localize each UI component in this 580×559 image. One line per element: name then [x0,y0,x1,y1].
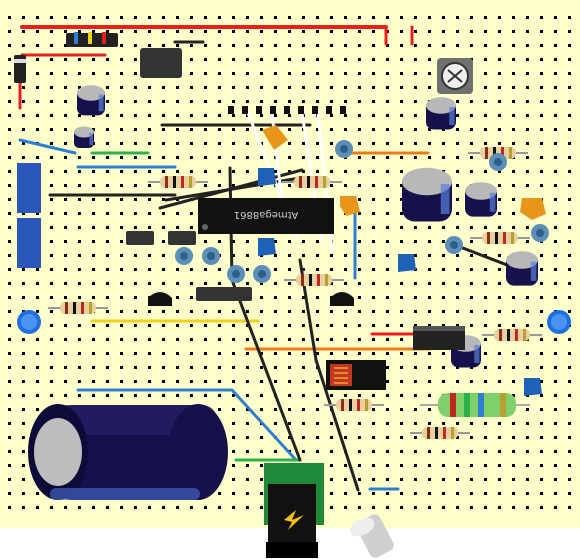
wire-blue-left-diag [18,138,77,155]
chip-label: Atmega8861 [234,209,298,220]
electrolytic-capacitors [74,85,538,368]
diode [14,55,26,83]
inductor-module [326,360,386,390]
resistors [48,147,542,439]
disc-capacitors [17,310,571,334]
wire-black-6 [164,176,302,202]
pin-header-top [66,32,118,47]
inductor [420,393,530,417]
pin-header-grid [140,48,182,78]
terminal-block-left [17,163,41,268]
transistors [148,292,354,306]
dc-power-jack [264,463,324,558]
microcontroller-chip: Atmega8861 [198,198,334,234]
large-electrolytic-capacitor [28,404,228,500]
wire-black-4 [298,258,360,492]
small-blue-capacitors [258,168,542,396]
pin-header-row-left [126,231,252,301]
tantalum-capacitor-bottom [350,514,394,558]
trimmer-potentiometer [437,58,473,94]
round-terminals [175,140,549,283]
pin-socket-row [228,106,346,114]
ceramic-capacitors [262,125,546,220]
wire-blue-lower [76,388,298,462]
voltage-regulator [413,326,465,350]
